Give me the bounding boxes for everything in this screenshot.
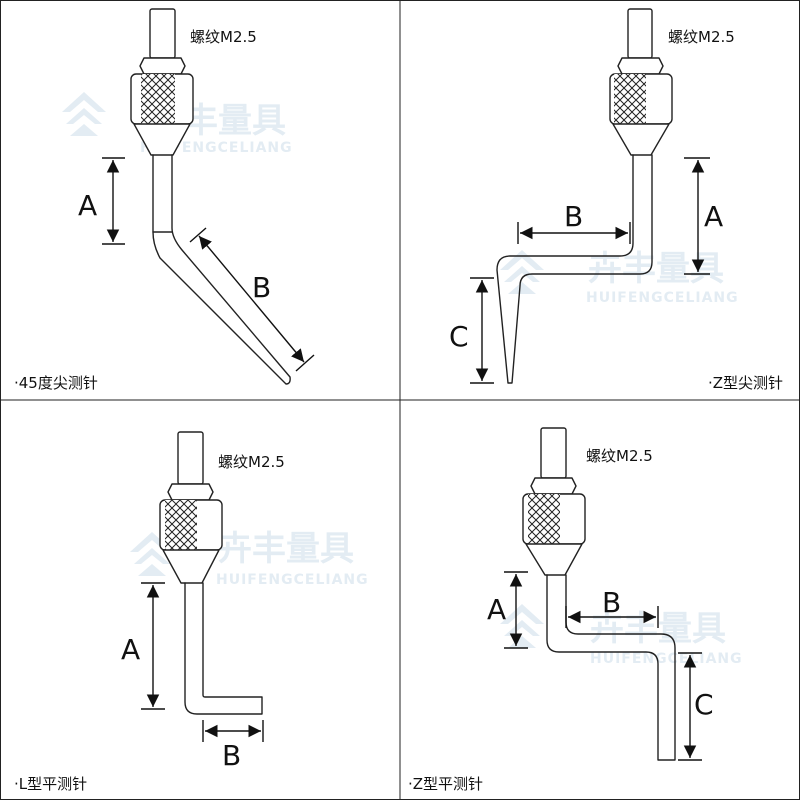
thread-stud — [177, 431, 204, 485]
taper-cone — [133, 123, 191, 156]
z-flat-stylus — [546, 574, 676, 761]
dim-b-label: B — [602, 586, 621, 619]
dim-a-label: A — [704, 200, 723, 233]
watermark-brand-en: HUIFENGCELIANG — [590, 651, 743, 667]
dim-b-label: B — [252, 271, 271, 304]
panel-caption: ·45度尖测针 — [14, 374, 98, 392]
knurl-pattern — [528, 494, 560, 544]
panel-caption: ·Z型平测针 — [408, 775, 483, 793]
hex-nut — [617, 57, 664, 75]
thread-label: 螺纹M2.5 — [668, 28, 735, 46]
panel-z-pointed-probe: 卉丰量具 HUIFENGCELIANG A B C 螺纹M2.5 ·Z型尖测针 — [449, 8, 783, 392]
probe-body — [496, 8, 673, 384]
dim-b-label: B — [222, 739, 241, 772]
hex-nut — [167, 483, 214, 501]
taper-cone — [612, 123, 670, 156]
thread-label: 螺纹M2.5 — [586, 447, 653, 465]
dim-b-line — [198, 235, 305, 363]
dim-a-label: A — [121, 633, 140, 666]
knurl-pattern — [165, 500, 197, 550]
panel-z-flat-probe: 卉丰量具 HUIFENGCELIANG A B C 螺纹M2.5 ·Z型平测针 — [408, 427, 743, 793]
dim-a-label: A — [487, 593, 506, 626]
taper-cone — [162, 549, 220, 584]
l-stylus — [184, 582, 263, 715]
dim-a-label: A — [78, 189, 97, 222]
watermark-logo-icon — [500, 604, 544, 648]
watermark: 卉丰量具 HUIFENGCELIANG — [500, 604, 743, 667]
probe-body — [522, 427, 676, 761]
taper-cone — [525, 543, 583, 576]
probe-body — [159, 431, 263, 715]
dim-c-label: C — [449, 320, 469, 353]
watermark-logo-icon — [62, 92, 106, 136]
dim-b-label: B — [564, 200, 583, 233]
thread-stud — [149, 8, 176, 59]
probe-body — [130, 8, 291, 385]
dim-b-tick-top — [189, 227, 207, 243]
watermark: 卉丰量具 HUIFENGCELIANG — [500, 249, 739, 306]
watermark-brand-cn: 卉丰量具 — [218, 529, 354, 569]
knurl-pattern — [614, 74, 646, 124]
hex-nut — [530, 477, 577, 495]
hex-nut — [139, 57, 186, 75]
dim-b-tick-bottom — [295, 354, 315, 372]
watermark-brand-en: HUIFENGCELIANG — [586, 290, 739, 306]
watermark-brand-cn: 卉丰量具 — [588, 249, 724, 289]
thread-stud — [627, 8, 653, 59]
thread-stud — [540, 427, 567, 479]
thread-label: 螺纹M2.5 — [190, 28, 257, 46]
watermark: 卉丰量具 HUIFENGCELIANG — [130, 529, 369, 588]
panel-l-flat-probe: 卉丰量具 HUIFENGCELIANG A B 螺纹M2.5 ·L型平测针 — [14, 431, 369, 793]
dim-c-label: C — [694, 688, 714, 721]
bent-stylus — [152, 154, 291, 385]
panel-caption: ·L型平测针 — [14, 775, 87, 793]
z-stylus — [496, 154, 653, 384]
panel-caption: ·Z型尖测针 — [708, 374, 783, 392]
thread-label: 螺纹M2.5 — [218, 453, 285, 471]
panel-45-degree-pointed-probe: 卉丰量具 HUIFENGCELIANG A B 螺纹M2.5 ·45度尖测针 — [14, 8, 315, 392]
knurl-pattern — [141, 74, 175, 124]
watermark-brand-en: HUIFENGCELIANG — [216, 572, 369, 588]
